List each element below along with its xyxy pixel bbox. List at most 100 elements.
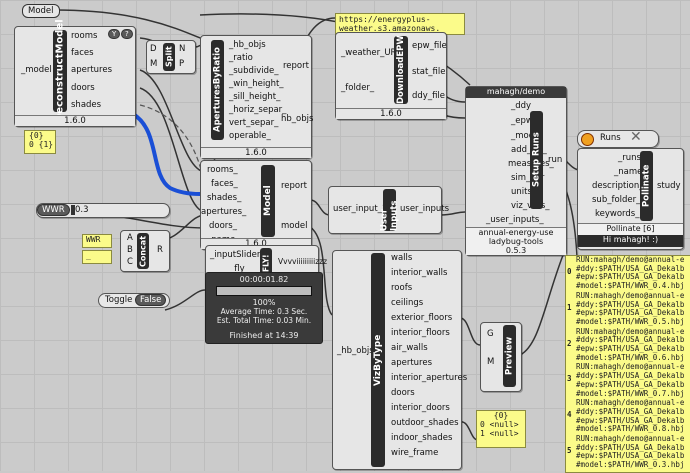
viz-output-interior-apertures: interior_apertures xyxy=(391,373,468,383)
run-string-line: #model:$PATH/WWR_0.5.hbj xyxy=(576,316,685,326)
run-string-index: 3 xyxy=(567,374,572,384)
input-hb-objs: _hb_objs xyxy=(229,40,266,50)
runs-label: Runs xyxy=(600,133,621,143)
run-string-line: #epw:$PATH/USA_GA_Dekalb xyxy=(576,344,685,354)
run-string-line: RUN:mahagh/demo@annual-e xyxy=(576,255,685,264)
run-string-line: #ddy:$PATH/USA_GA_Dekalb xyxy=(576,335,685,345)
input-description: description_ xyxy=(592,181,644,191)
preview-input-g: G xyxy=(487,329,494,339)
null-panel-header: {0} xyxy=(493,411,509,420)
toggle-switch[interactable]: Toggle False xyxy=(98,293,170,308)
viz-by-type-component[interactable]: _hb_objs VizByType walls interior_walls … xyxy=(332,250,467,470)
viz-input-hb-objs: _hb_objs xyxy=(337,346,374,356)
input-operable: operable_ xyxy=(229,131,271,141)
concat-panel-a-text: WWR xyxy=(86,235,101,244)
wwr-slider[interactable]: WWR 0.3 xyxy=(36,203,170,218)
preview-component[interactable]: G M Preview xyxy=(480,322,522,392)
run-string-line: #epw:$PATH/USA_GA_Dekalb xyxy=(576,379,685,389)
concat-panel-a[interactable]: WWR xyxy=(82,234,112,248)
input-sub-folder: sub_folder_ xyxy=(592,195,641,205)
epw-title: DownloadEPW xyxy=(394,35,408,105)
pollinate-component[interactable]: _runs _name_ description_ sub_folder_ ke… xyxy=(577,148,684,250)
input-faces: faces_ xyxy=(211,179,238,189)
deconstruct-model-component[interactable]: _model DeconstructModel rooms faces aper… xyxy=(14,19,136,127)
epw-version: 1.6.0 xyxy=(336,108,446,119)
deconstruct-input-model: _model xyxy=(21,65,52,75)
help-icon[interactable]: ? xyxy=(121,29,133,39)
viz-output-air-walls: air_walls xyxy=(391,343,428,353)
input-subdivide: _subdivide_ xyxy=(229,66,279,76)
model-component[interactable]: rooms_ faces_ shades_ apertures_ doors_ … xyxy=(200,160,312,250)
deconstruct-title: DeconstructModel xyxy=(53,19,67,123)
run-string-item: 3 RUN:mahagh/demo@annual-e#ddy:$PATH/USA_… xyxy=(566,363,690,398)
split-input-d: D xyxy=(150,44,157,54)
y-icon[interactable]: Y xyxy=(108,29,121,39)
list-panel-header: {0} xyxy=(29,131,44,140)
concat-input-b: B xyxy=(127,245,133,255)
slider-handle[interactable] xyxy=(71,205,75,215)
viz-output-indoor-shades: indoor_shades xyxy=(391,433,453,443)
setup-runs-component[interactable]: mahagh/demo _ddy _epw _model add_str_ me… xyxy=(465,86,567,256)
output-doors: doors xyxy=(71,83,95,93)
concat-panel-b[interactable]: _ xyxy=(82,250,112,264)
fly-avg-time: Average Time: 0.3 Sec. xyxy=(220,307,308,316)
input-shades: shades_ xyxy=(207,193,242,203)
fly-status-panel: 00:00:01.82 100% Average Time: 0.3 Sec. … xyxy=(205,272,323,344)
model-title: Model xyxy=(261,165,275,237)
split-output-n: N xyxy=(179,44,186,54)
apertures-by-ratio-component[interactable]: _hb_objs _ratio _subdivide_ _win_height_… xyxy=(200,35,313,159)
input-sim-par: sim_par xyxy=(511,173,545,183)
input-weather-url: _weather_URL xyxy=(341,48,402,58)
output-model: model xyxy=(281,221,308,231)
split-output-p: P xyxy=(179,59,185,69)
viz-output-doors: doors xyxy=(391,388,415,398)
input-epw: _epw xyxy=(511,116,533,126)
fly-input-sliders: _inputSliders xyxy=(210,250,265,260)
split-input-m: M xyxy=(150,59,158,69)
viz-output-exterior-floors: exterior_floors xyxy=(391,313,453,323)
user-inputs-component[interactable]: user_input_1 User Inputs user_inputs xyxy=(328,186,449,234)
viz-output-interior-floors: interior_floors xyxy=(391,328,450,338)
concat-component[interactable]: A B C Concat R xyxy=(120,230,170,272)
viz-output-interior-doors: interior_doors xyxy=(391,403,450,413)
run-string-line: RUN:mahagh/demo@annual-e xyxy=(576,326,685,336)
weather-url-panel[interactable]: https://energyplus-weather.s3.amazonaws. xyxy=(335,13,465,35)
null-output-panel[interactable]: {0} 0 <null> 1 <null> xyxy=(476,410,526,448)
null-panel-row: 1 <null> xyxy=(480,429,519,438)
list-panel[interactable]: {0} 0 {1} xyxy=(24,130,56,154)
output-ddy-file: ddy_file xyxy=(412,91,446,101)
run-string-line: #model:$PATH/WWR_0.4.hbj xyxy=(576,281,685,291)
input-units: units_ xyxy=(511,187,537,197)
run-string-line: RUN:mahagh/demo@annual-e xyxy=(576,290,685,300)
close-icon[interactable]: ✕ xyxy=(630,129,642,145)
runs-param[interactable]: Runs ✕ xyxy=(577,129,659,148)
output-shades: shades xyxy=(71,100,102,110)
toggle-label: Toggle xyxy=(105,295,133,305)
setup-footer-recipe: annual-energy-use xyxy=(478,228,554,237)
input-name: _name_ xyxy=(614,167,647,177)
viz-output-apertures: apertures xyxy=(391,358,433,368)
viz-output-ceilings: ceilings xyxy=(391,298,424,308)
input-add-str: add_str_ xyxy=(511,145,547,155)
setup-runs-header: mahagh/demo xyxy=(466,87,566,98)
run-string-line: #model:$PATH/WWR_0.6.hbj xyxy=(576,352,685,362)
download-epw-component[interactable]: _weather_URL _folder_ DownloadEPW epw_fi… xyxy=(335,32,447,120)
viz-output-walls: walls xyxy=(391,253,413,263)
setup-footer-owner: ladybug-tools xyxy=(488,237,544,246)
input-apertures: apertures_ xyxy=(201,207,247,217)
setup-runs-footer: annual-energy-use ladybug-tools 0.5.3 xyxy=(466,227,566,255)
run-string-line: RUN:mahagh/demo@annual-e xyxy=(576,434,685,444)
run-string-line: #ddy:$PATH/USA_GA_Dekalb xyxy=(576,371,685,381)
weather-url-text: https://energyplus-weather.s3.amazonaws. xyxy=(339,15,441,33)
run-string-index: 0 xyxy=(567,267,572,276)
input-vert-separ: vert_separ_ xyxy=(229,118,279,128)
split-component[interactable]: D M Split N P xyxy=(146,40,196,74)
toggle-value[interactable]: False xyxy=(135,294,167,306)
input-rooms: rooms_ xyxy=(207,165,238,175)
run-string-line: RUN:mahagh/demo@annual-e xyxy=(576,362,685,372)
model-param-label[interactable]: Model xyxy=(22,4,60,18)
